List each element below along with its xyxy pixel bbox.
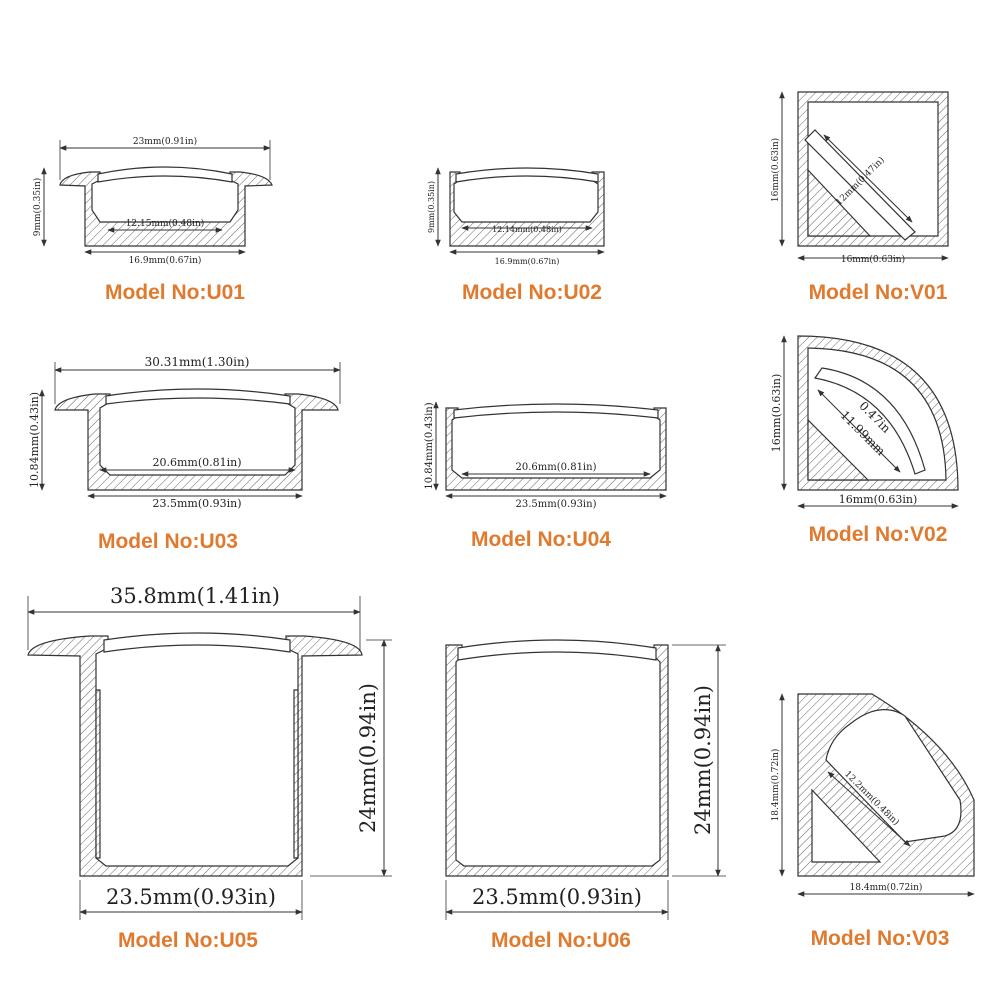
- u05-diffuser: [103, 632, 291, 653]
- model-u05: 35.8mm(1.41in) 23.5mm(0.93in) 24mm(0.94i…: [27, 584, 392, 952]
- u04-inner-label: 20.6mm(0.81in): [516, 462, 597, 473]
- u02-diffuser: [455, 167, 599, 183]
- u01-profile: [59, 171, 273, 247]
- u03-profile: [54, 393, 339, 491]
- u01-diffuser: [97, 166, 233, 183]
- model-u06: 23.5mm(0.93in) 24mm(0.94in) Model No:U06: [445, 639, 726, 952]
- u01-model-label: Model No:U01: [105, 281, 245, 304]
- v02-height-label: 16mm(0.63in): [770, 374, 783, 453]
- u05-inner-wall: [95, 689, 299, 859]
- u03-inner-label: 20.6mm(0.81in): [152, 456, 241, 469]
- u05-base-label: 23.5mm(0.93in): [106, 885, 276, 909]
- model-v03: 12.2mm(0.48in) 18.4mm(0.72in) 18.4mm(0.7…: [770, 693, 975, 950]
- v01-side-label: 16mm(0.63in): [841, 254, 905, 265]
- v01-height-label: 16mm(0.63in): [770, 138, 781, 202]
- u06-height-label: 24mm(0.94in): [691, 685, 715, 835]
- u03-height-label: 10.84mm(0.43in): [28, 392, 41, 488]
- u01-width-label: 23mm(0.91in): [133, 136, 197, 147]
- u04-model-label: Model No:U04: [471, 528, 611, 551]
- v03-side-label: 18.4mm(0.72in): [850, 882, 923, 893]
- u03-base-label: 23.5mm(0.93in): [152, 497, 241, 510]
- model-u04: 20.6mm(0.81in) 23.5mm(0.93in) 10.84mm(0.…: [424, 401, 667, 551]
- u01-inner-label: 12.15mm(0.48in): [126, 218, 205, 229]
- u01-base-label: 16.9mm(0.67in): [129, 255, 202, 266]
- model-v01: 12mm(0.47in) 16mm(0.63in) 16mm(0.63in) M…: [770, 91, 949, 304]
- u06-model-label: Model No:U06: [491, 929, 631, 952]
- model-u01: 23mm(0.91in) 12.15mm(0.48in) 16.9mm(0.67…: [32, 136, 273, 304]
- v03-height-label: 18.4mm(0.72in): [770, 749, 781, 822]
- u02-height-label: 9mm(0.35in): [427, 181, 436, 233]
- u04-profile: [445, 407, 667, 491]
- v02-profile: [797, 335, 959, 491]
- v02-model-label: Model No:V02: [809, 523, 948, 546]
- u02-base-label: 16.9mm(0.67in): [495, 257, 560, 266]
- model-u03: 30.31mm(1.30in) 20.6mm(0.81in) 23.5mm(0.…: [28, 355, 341, 553]
- model-v02: 0.47in 11.99mm 16mm(0.63in) 16mm(0.63in)…: [770, 335, 959, 546]
- u04-height-label: 10.84mm(0.43in): [424, 402, 435, 489]
- u06-diffuser: [457, 639, 657, 661]
- u02-model-label: Model No:U02: [462, 281, 602, 304]
- u03-diffuser: [105, 388, 291, 405]
- v01-model-label: Model No:V01: [809, 281, 948, 304]
- u02-profile: [449, 171, 605, 247]
- u05-width-label: 35.8mm(1.41in): [110, 584, 280, 608]
- v03-model-label: Model No:V03: [811, 927, 950, 950]
- u03-width-label: 30.31mm(1.30in): [145, 355, 250, 369]
- u04-base-label: 23.5mm(0.93in): [516, 499, 597, 510]
- u06-profile: [445, 644, 669, 877]
- u04-diffuser: [453, 403, 659, 419]
- u01-height-label: 9mm(0.35in): [32, 178, 43, 237]
- u03-model-label: Model No:U03: [98, 530, 238, 553]
- u06-base-label: 23.5mm(0.93in): [472, 885, 642, 909]
- u05-model-label: Model No:U05: [118, 929, 258, 952]
- u05-profile: [27, 635, 363, 877]
- model-u02: 12.14mm(0.48in) 16.9mm(0.67in) 9mm(0.35i…: [427, 167, 605, 304]
- u05-height-label: 24mm(0.94in): [356, 683, 380, 833]
- u02-inner-label: 12.14mm(0.48in): [492, 225, 562, 234]
- v02-side-label: 16mm(0.63in): [839, 493, 918, 506]
